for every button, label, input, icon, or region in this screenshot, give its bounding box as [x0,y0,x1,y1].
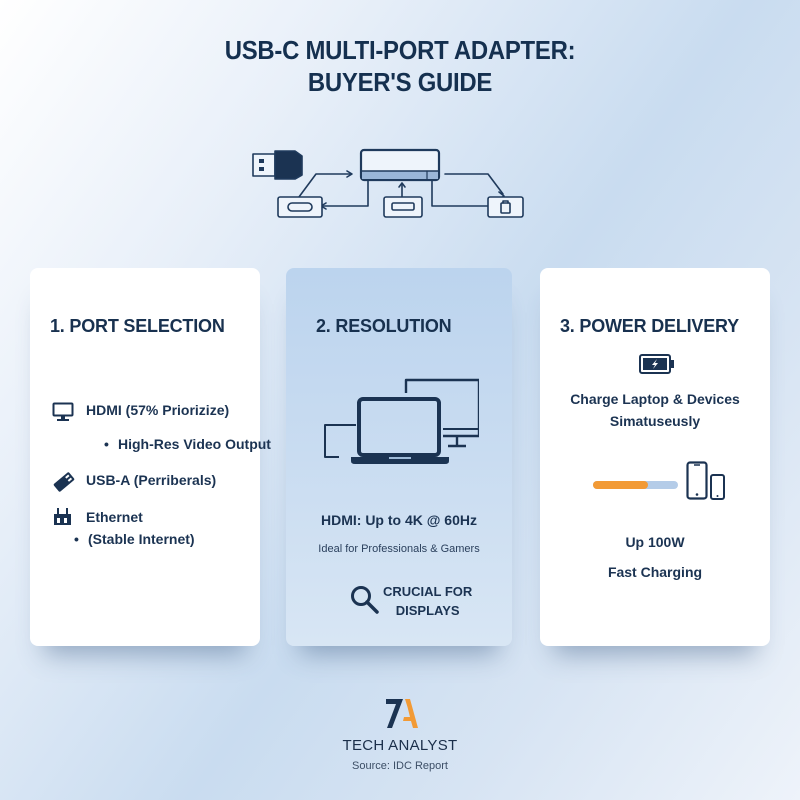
tech-analyst-logo-icon [386,699,418,728]
bullet-icon: • [74,531,79,547]
port-item-usb-a: USB-A (Perriberals) [86,472,217,488]
card-title: 1. PORT SELECTION [50,316,225,336]
callout-line-1: CRUCIAL FOR [383,584,473,599]
card-port-selection: 1. PORT SELECTION HDMI (57% Priorizize) … [30,268,271,646]
power-rating: Up 100W Fast Charging [540,527,770,587]
power-text-line-1: Charge Laptop & Devices [570,391,740,407]
card-title: 2. RESOLUTION [316,316,452,336]
power-rating-line-2: Fast Charging [607,564,703,580]
usb-port-icon [383,196,423,218]
resolution-headline: HDMI: Up to 4K @ 60Hz [321,512,477,528]
phones-icon [686,461,725,500]
usb-plug-icon [252,150,303,180]
page-title: USB-C MULTI-PORT ADAPTER: BUYER'S GUIDE [32,34,768,98]
bullet-icon: • [104,436,109,452]
charge-progress-fill [593,481,649,489]
port-item-hdmi-detail: High-Res Video Output [118,436,271,452]
callout-crucial-for-displays: CRUCIAL FOR DISPLAYS [383,582,472,620]
lock-port-icon [487,196,524,218]
magnifier-icon [351,586,379,614]
title-line-2: BUYER'S GUIDE [307,67,493,97]
card-resolution: 2. RESOLUTION HDMI: Up to 4K @ 60Hz Idea… [286,268,512,646]
callout-line-2: DISPLAYS [395,603,460,618]
ethernet-icon [54,508,71,525]
usb-stick-icon [53,472,75,492]
port-item-ethernet-detail: (Stable Internet) [88,531,195,547]
adapter-hub-icon [359,148,441,182]
power-text-line-2: Simatuseusly [609,413,701,429]
brand-name: TECH ANALYST [342,737,458,754]
battery-charging-icon [639,354,674,374]
charge-progress-bar [593,481,678,489]
adapter-diagram [252,148,524,218]
resolution-subtext: Ideal for Professionals & Gamers [318,543,480,555]
port-item-ethernet: Ethernet [86,509,143,525]
power-rating-line-1: Up 100W [625,534,685,550]
monitor-icon [52,402,74,421]
card-title: 3. POWER DELIVERY [560,316,739,336]
port-item-hdmi: HDMI (57% Priorizize) [86,402,230,418]
card-power-delivery: 3. POWER DELIVERY Charge Laptop & Device… [540,268,770,646]
laptop-monitor-icon [324,378,479,464]
usb-c-port-icon [277,196,323,218]
power-text: Charge Laptop & Devices Simatuseusly [540,388,770,432]
source-citation: Source: IDC Report [352,760,448,772]
title-line-1: USB-C MULTI-PORT ADAPTER: [224,35,576,65]
